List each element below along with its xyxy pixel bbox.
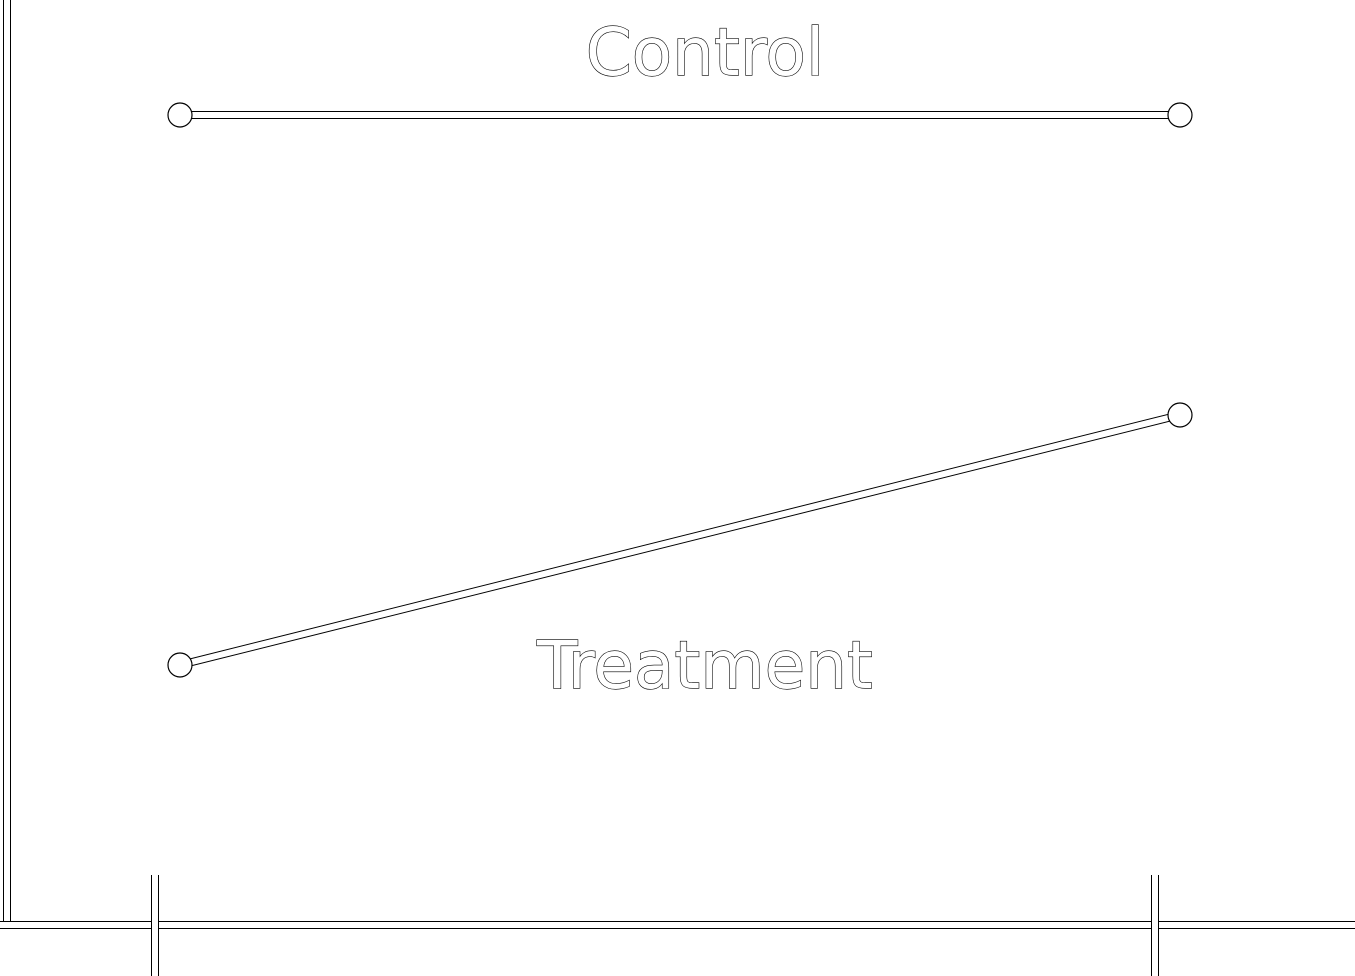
chart-series: [167, 102, 1193, 678]
series-control: [167, 102, 1193, 128]
series-treatment: [167, 402, 1193, 678]
series-label-control: Control: [586, 14, 825, 91]
data-point-control-0: [167, 102, 193, 128]
series-line-treatment: [179, 411, 1181, 669]
data-point-treatment-0: [167, 652, 193, 678]
data-point-treatment-1: [1167, 402, 1193, 428]
series-label-treatment: Treatment: [536, 627, 873, 704]
data-point-control-1: [1167, 102, 1193, 128]
